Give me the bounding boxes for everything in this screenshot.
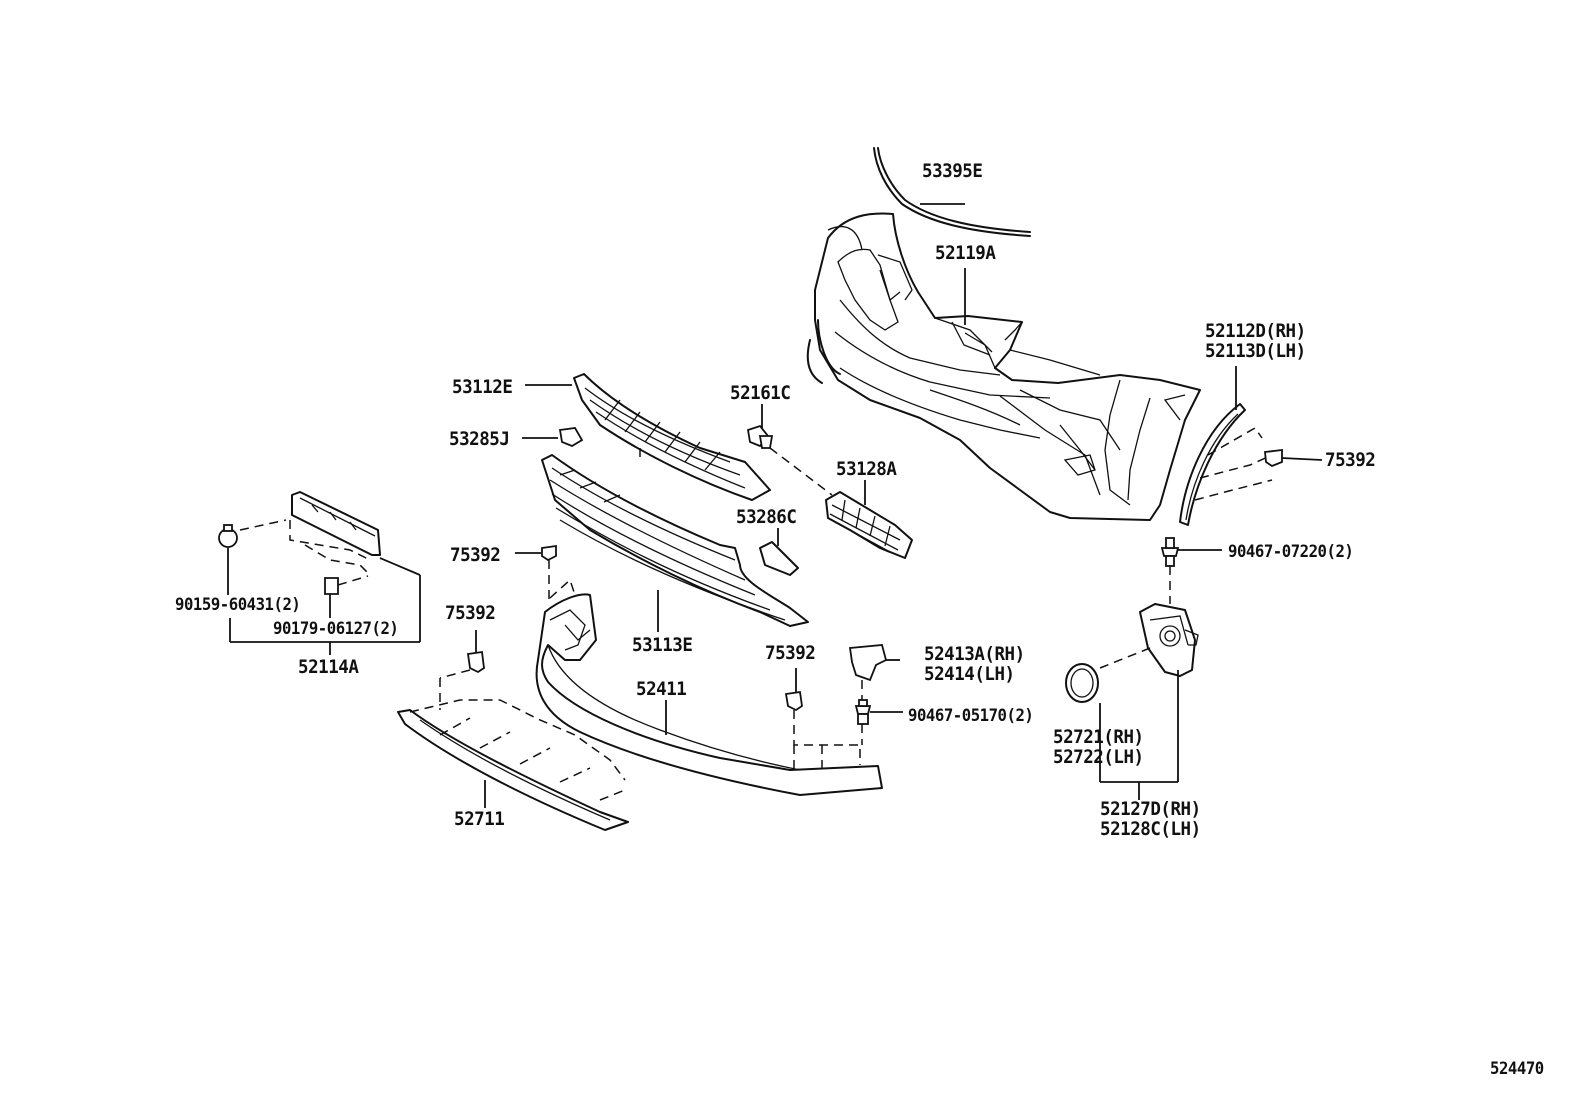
label-52161C: 52161C bbox=[730, 382, 791, 404]
label-53112E: 53112E bbox=[452, 376, 513, 398]
fastener-90467-07220 bbox=[1160, 537, 1222, 604]
upper-grille-drawing bbox=[525, 373, 771, 501]
clip-75392-c bbox=[784, 668, 861, 770]
diagram-id: 524470 bbox=[1490, 1059, 1544, 1079]
fog-bezel-drawing bbox=[1099, 603, 1199, 677]
leader-52114A bbox=[229, 557, 421, 655]
label-52414: 52414(LH) bbox=[924, 663, 1015, 685]
label-75392-c: 75392 bbox=[765, 642, 816, 664]
lower-spoiler-drawing bbox=[535, 578, 883, 796]
label-90467-07220: 90467-07220(2) bbox=[1228, 542, 1354, 562]
label-52411: 52411 bbox=[636, 678, 687, 700]
label-52112D: 52112D(RH) bbox=[1205, 320, 1306, 342]
label-52113D: 52113D(LH) bbox=[1205, 340, 1306, 362]
clip-75392-b bbox=[439, 630, 485, 710]
label-52127D: 52127D(RH) bbox=[1100, 798, 1201, 820]
nut-90179 bbox=[324, 577, 339, 618]
label-90467-05170: 90467-05170(2) bbox=[908, 706, 1034, 726]
clip-53285J bbox=[522, 427, 584, 448]
label-52114A: 52114A bbox=[298, 656, 359, 678]
bolt-90159 bbox=[218, 524, 238, 595]
label-53285J: 53285J bbox=[449, 428, 510, 450]
main-grille-drawing bbox=[541, 454, 809, 632]
cover-53286C bbox=[759, 528, 799, 576]
label-52721: 52721(RH) bbox=[1053, 726, 1144, 748]
label-90179-06127: 90179-06127(2) bbox=[273, 619, 399, 639]
side-grille-53128A bbox=[825, 480, 913, 559]
label-52413A: 52413A(RH) bbox=[924, 643, 1025, 665]
bolt-90467-05170 bbox=[854, 699, 903, 745]
label-53286C: 53286C bbox=[736, 506, 797, 528]
clip-75392-a bbox=[515, 544, 557, 600]
label-52128C: 52128C(LH) bbox=[1100, 818, 1201, 840]
fender-liner-drawing bbox=[1179, 403, 1273, 526]
leader-lines bbox=[920, 203, 1237, 410]
label-53113E: 53113E bbox=[632, 634, 693, 656]
label-75392-right: 75392 bbox=[1325, 449, 1376, 471]
clip-75392-right bbox=[1264, 448, 1323, 468]
molding-drawing bbox=[873, 147, 1031, 237]
label-75392-a: 75392 bbox=[450, 544, 501, 566]
clip-52161C bbox=[746, 404, 833, 496]
label-52711: 52711 bbox=[454, 808, 505, 830]
label-52722: 52722(LH) bbox=[1053, 746, 1144, 768]
label-53395E: 53395E bbox=[922, 160, 983, 182]
bumper-cover-drawing bbox=[806, 212, 1201, 521]
label-53128A: 53128A bbox=[836, 458, 897, 480]
label-75392-b: 75392 bbox=[445, 602, 496, 624]
lower-cover-drawing bbox=[397, 699, 629, 831]
leader-fog-group bbox=[1099, 670, 1179, 800]
license-bracket-drawing bbox=[239, 491, 381, 586]
label-90159-60431: 90159-60431(2) bbox=[175, 595, 301, 615]
label-52119A: 52119A bbox=[935, 242, 996, 264]
ring-52721 bbox=[1065, 663, 1099, 703]
bracket-52413A bbox=[848, 644, 900, 700]
